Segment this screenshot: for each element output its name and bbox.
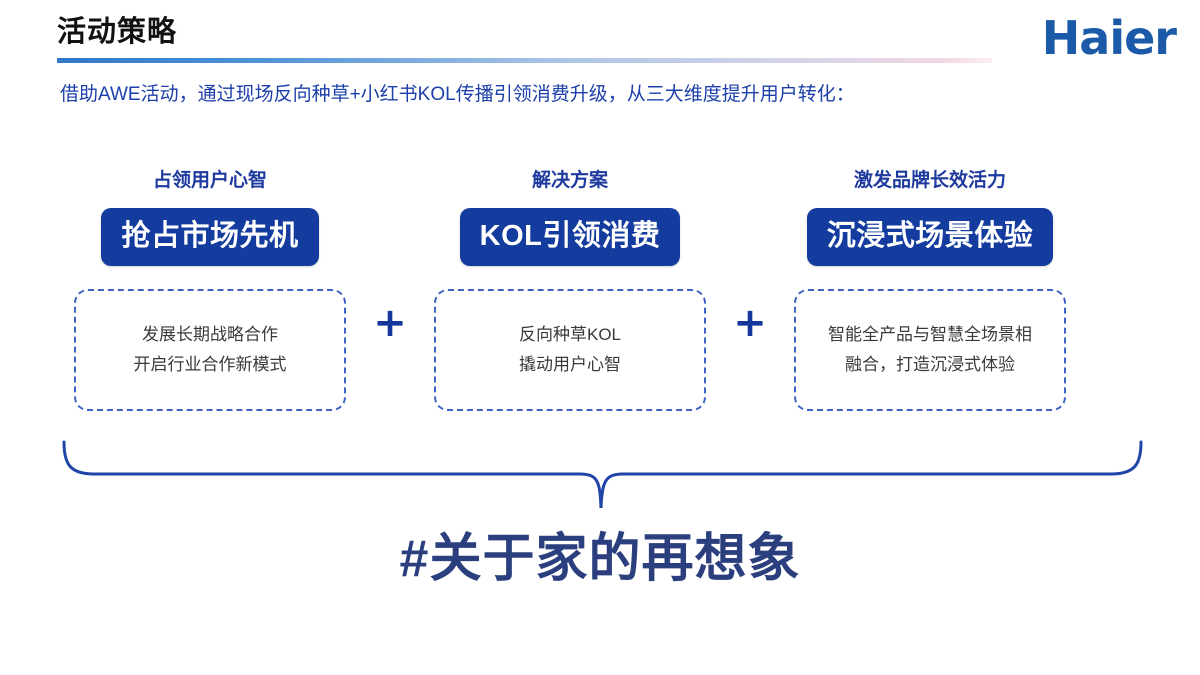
page-title: 活动策略 [57,16,178,48]
column-detail-box-1: 发展长期战略合作 开启行业合作新模式 [74,289,346,411]
curly-brace-icon [62,440,1143,509]
column-detail-box-3: 智能全产品与智慧全场景相 融合，打造沉浸式体验 [794,289,1066,411]
strategy-column-1: 占领用户心智 抢占市场先机 发展长期战略合作 开启行业合作新模式 [60,168,360,411]
column-heading-2: 解决方案 [531,170,608,191]
detail-line: 融合，打造沉浸式体验 [845,355,1015,374]
column-heading-3: 激发品牌长效活力 [853,170,1006,191]
strategy-columns: 占领用户心智 抢占市场先机 发展长期战略合作 开启行业合作新模式 + 解决方案 … [60,168,1140,478]
column-badge-3[interactable]: 沉浸式场景体验 [806,208,1054,266]
title-divider-rule [57,58,992,63]
column-badge-1[interactable]: 抢占市场先机 [101,208,319,266]
subtitle-text: 借助AWE活动，通过现场反向种草+小红书KOL传播引领消费升级，从三大维度提升用… [60,84,855,105]
strategy-column-3: 激发品牌长效活力 沉浸式场景体验 智能全产品与智慧全场景相 融合，打造沉浸式体验 [780,168,1080,411]
detail-line: 反向种草KOL [518,325,622,344]
plus-icon-1: + [373,300,407,346]
detail-line: 开启行业合作新模式 [133,355,287,374]
column-detail-box-2: 反向种草KOL 撬动用户心智 [434,289,706,411]
detail-line: 智能全产品与智慧全场景相 [828,325,1032,344]
haier-logo: Haier [1041,11,1177,65]
column-badge-2[interactable]: KOL引领消费 [459,208,681,266]
campaign-hashtag: #关于家的再想象 [399,530,801,588]
strategy-column-2: 解决方案 KOL引领消费 反向种草KOL 撬动用户心智 [420,168,720,411]
plus-icon-2: + [733,300,767,346]
column-heading-1: 占领用户心智 [152,170,267,191]
detail-line: 撬动用户心智 [519,355,621,374]
detail-line: 发展长期战略合作 [142,325,278,344]
